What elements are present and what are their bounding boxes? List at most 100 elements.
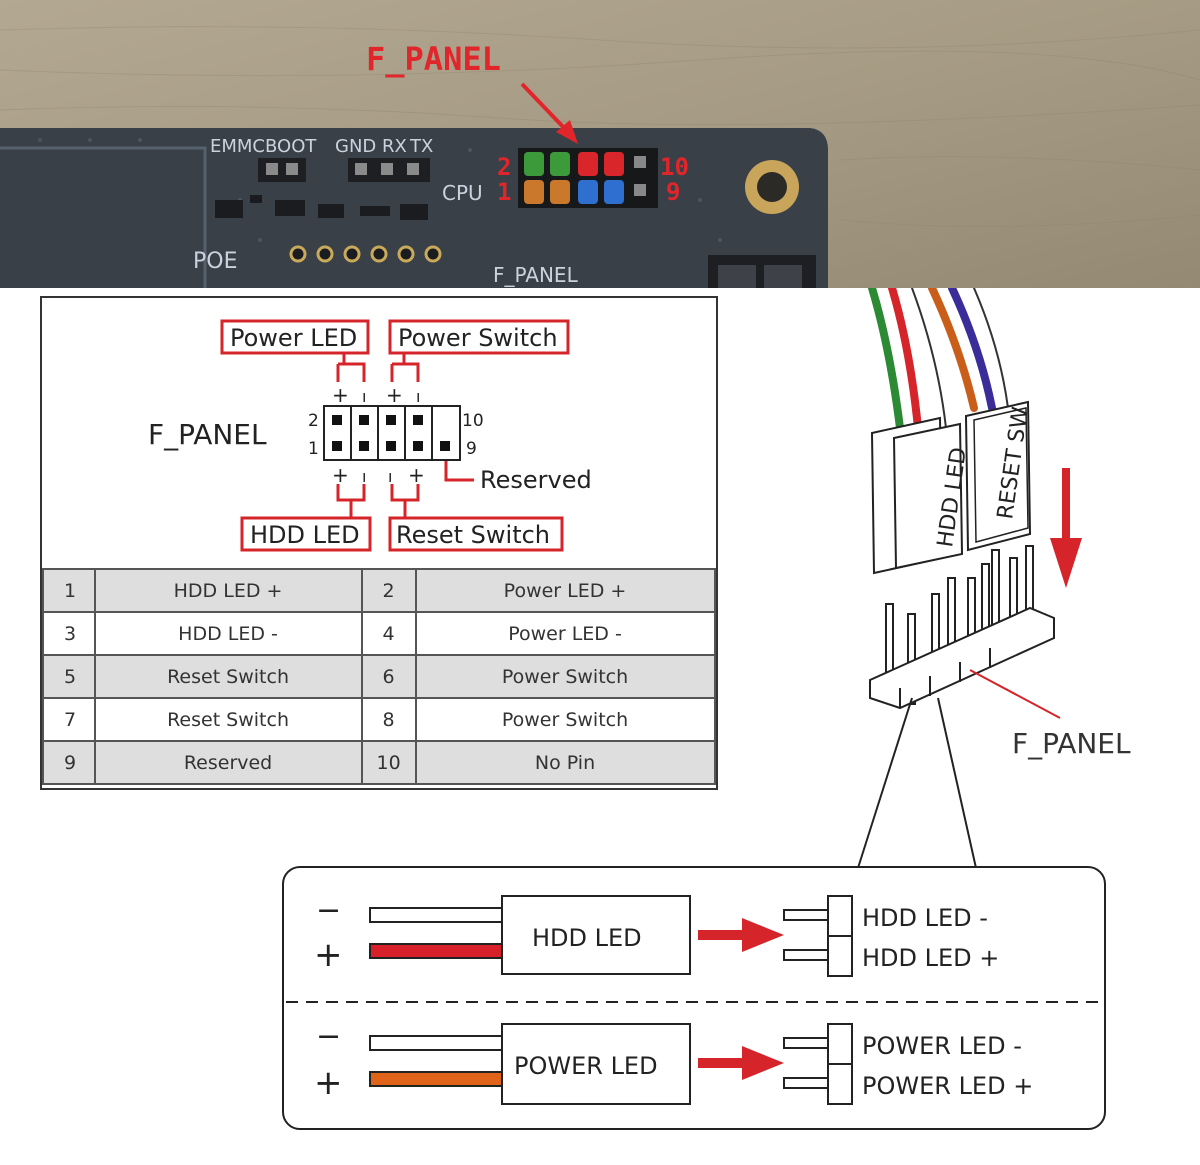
diagram-pin-2: 2 (308, 411, 319, 431)
table-cell-pin: 5 (42, 654, 96, 699)
diagram-pin-9: 9 (466, 439, 477, 459)
reset-switch-box (388, 516, 564, 552)
table-cell-function: Reserved (93, 740, 364, 785)
reserved-label: Reserved (480, 466, 592, 494)
table-cell-function: Power Switch (415, 697, 716, 742)
emmcboot-label: EMMCBOOT (210, 136, 317, 157)
minus-top-1: ı (362, 387, 366, 406)
diagram-pin-1: 1 (308, 439, 319, 459)
power-switch-box (388, 319, 570, 355)
hdd-plus-sign: + (314, 935, 343, 975)
table-cell-function: Power LED - (415, 611, 716, 656)
minus-bot-1: ı (362, 467, 366, 486)
power-block-label: POWER LED (514, 1052, 658, 1080)
diagram-pin-10: 10 (462, 411, 484, 431)
hdd-wire-plus (369, 943, 505, 959)
fpanel-leader (969, 669, 1061, 719)
hdd-led-label: HDD LED (250, 521, 360, 549)
table-cell-function: Power Switch (415, 654, 716, 699)
hdd-minus-pin-label: HDD LED - (862, 904, 988, 932)
fpanel-illustration-label: F_PANEL (1012, 727, 1131, 760)
minus-bot-2: ı (388, 467, 392, 486)
wires (868, 288, 1013, 433)
hdd-minus-sign: − (316, 893, 341, 928)
plus-bot-2: + (408, 463, 425, 487)
wiring-detail: − + HDD LED HDD LED - HDD LED + − + POWE… (282, 866, 1106, 1130)
header-grid (323, 405, 461, 461)
photo-title: F_PANEL (366, 40, 501, 78)
reset-plug (964, 400, 1032, 552)
cpu-label: CPU (442, 181, 483, 205)
header-diagram: Power LED Power Switch HDD LED Reset Swi… (148, 319, 592, 552)
gnd-label: GND (335, 136, 376, 157)
table-cell-pin: 10 (361, 740, 418, 785)
power-switch-label: Power Switch (398, 324, 558, 352)
fpanel-diagram-label: F_PANEL (148, 418, 267, 451)
hdd-wire-minus (369, 907, 505, 923)
table-cell-function: Power LED + (415, 568, 716, 613)
table-cell-function: Reset Switch (93, 654, 364, 699)
uart-header (348, 158, 430, 182)
pin-number-9: 9 (666, 178, 680, 206)
table-cell-pin: 4 (361, 611, 418, 656)
poe-holes (289, 245, 442, 263)
hdd-plus-pin-label: HDD LED + (862, 944, 999, 972)
pin-number-2: 2 (497, 153, 511, 181)
down-arrow-icon (1050, 468, 1082, 588)
power-block (501, 1023, 691, 1105)
plus-bot-1: + (332, 463, 349, 487)
power-led-label: Power LED (230, 324, 357, 352)
connector-illustration: HDD LED RESET SW F_PANEL (857, 288, 1131, 869)
zoom-line-left (857, 697, 913, 869)
pcb-photo: EMMCBOOT GND RX TX CPU POE F_PANEL (0, 0, 1200, 288)
emmcboot-header (258, 158, 306, 182)
power-minus-pin-label: POWER LED - (862, 1032, 1022, 1060)
table-cell-function: No Pin (415, 740, 716, 785)
rx-label: RX (382, 136, 407, 157)
table-cell-pin: 8 (361, 697, 418, 742)
zoom-line-right (937, 697, 977, 869)
power-wire-plus (369, 1071, 505, 1087)
fpanel-board-label: F_PANEL (493, 263, 579, 287)
hdd-block-label: HDD LED (532, 924, 642, 952)
table-cell-pin: 7 (42, 697, 96, 742)
fan-connector (708, 255, 816, 288)
tx-label: TX (409, 136, 433, 157)
hdd-block (501, 895, 691, 975)
reset-switch-label: Reset Switch (396, 521, 550, 549)
smd-components (215, 195, 428, 220)
header-pins (869, 545, 1055, 710)
table-cell-pin: 9 (42, 740, 96, 785)
table-cell-pin: 2 (361, 568, 418, 613)
power-minus-sign: − (316, 1019, 341, 1054)
wood-grain (0, 26, 1200, 227)
table-cell-pin: 3 (42, 611, 96, 656)
hdd-plug (870, 416, 964, 575)
table-cell-function: HDD LED - (93, 611, 364, 656)
power-plus-sign: + (314, 1063, 343, 1103)
fpanel-header-photo (518, 148, 658, 208)
table-cell-function: HDD LED + (93, 568, 364, 613)
top-brackets (336, 354, 420, 382)
table-cell-pin: 6 (361, 654, 418, 699)
photo-arrow-icon (520, 82, 578, 144)
bottom-brackets (336, 446, 474, 518)
table-cell-function: Reset Switch (93, 697, 364, 742)
pinout-panel: Power LED Power Switch HDD LED Reset Swi… (40, 296, 718, 790)
power-plus-pin-label: POWER LED + (862, 1072, 1033, 1100)
wiring-svg: − + HDD LED HDD LED - HDD LED + − + POWE… (286, 893, 1102, 1105)
hdd-pin-header (783, 895, 853, 977)
power-wire-minus (369, 1035, 505, 1051)
power-pin-header (783, 1023, 853, 1105)
power-arrow-icon (698, 1046, 784, 1080)
pin-number-10: 10 (660, 153, 689, 181)
pcb-trace-outline (0, 146, 207, 288)
mounting-hole (745, 160, 799, 214)
minus-top-2: ı (416, 387, 420, 406)
pin-number-1: 1 (497, 178, 511, 206)
